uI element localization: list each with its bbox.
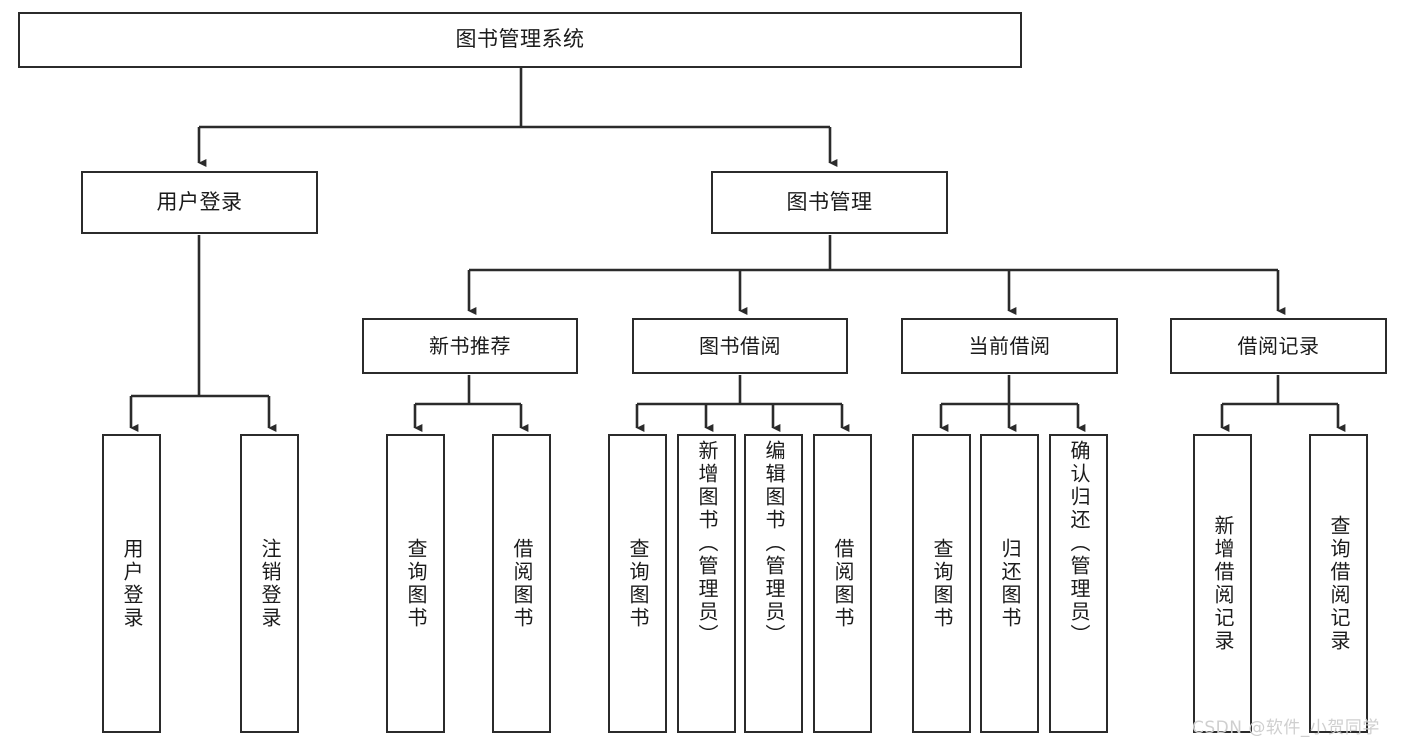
node-book-manage-label: 图书管理	[786, 189, 873, 214]
leaf-query-book-3-label: 查询图书	[930, 537, 954, 630]
leaf-query-book-2[interactable]: 查询图书	[608, 434, 667, 733]
leaf-user-login[interactable]: 用户登录	[102, 434, 161, 733]
leaf-logout-label: 注销登录	[258, 537, 282, 630]
leaf-add-record-label: 新增借阅记录	[1211, 514, 1235, 653]
node-current-borrow-label: 当前借阅	[968, 333, 1051, 358]
leaf-confirm-return-label: 确认归还（管理员）	[1067, 440, 1091, 647]
leaf-query-book-3[interactable]: 查询图书	[912, 434, 971, 733]
node-user-login-label: 用户登录	[156, 189, 243, 214]
leaf-return-book-label: 归还图书	[998, 537, 1022, 630]
leaf-return-book[interactable]: 归还图书	[980, 434, 1039, 733]
node-root-label: 图书管理系统	[455, 27, 585, 52]
leaf-user-login-label: 用户登录	[120, 537, 144, 630]
leaf-borrow-book-1[interactable]: 借阅图书	[492, 434, 551, 733]
leaf-borrow-book-1-label: 借阅图书	[510, 537, 534, 630]
leaf-borrow-book-2[interactable]: 借阅图书	[813, 434, 872, 733]
leaf-edit-book-label: 编辑图书（管理员）	[762, 440, 786, 647]
node-new-book-recommend-label: 新书推荐	[429, 333, 511, 358]
node-book-borrow-label: 图书借阅	[699, 333, 781, 358]
leaf-add-record[interactable]: 新增借阅记录	[1193, 434, 1252, 733]
leaf-query-book-1-label: 查询图书	[404, 537, 428, 630]
node-new-book-recommend[interactable]: 新书推荐	[362, 318, 578, 374]
node-current-borrow[interactable]: 当前借阅	[901, 318, 1118, 374]
leaf-confirm-return[interactable]: 确认归还（管理员）	[1049, 434, 1108, 733]
leaf-query-book-1[interactable]: 查询图书	[386, 434, 445, 733]
node-user-login[interactable]: 用户登录	[81, 171, 318, 234]
leaf-add-book[interactable]: 新增图书（管理员）	[677, 434, 736, 733]
leaf-query-record-label: 查询借阅记录	[1327, 514, 1351, 653]
leaf-borrow-book-2-label: 借阅图书	[831, 537, 855, 630]
node-book-borrow[interactable]: 图书借阅	[632, 318, 848, 374]
leaf-query-record[interactable]: 查询借阅记录	[1309, 434, 1368, 733]
leaf-query-book-2-label: 查询图书	[626, 537, 650, 630]
node-borrow-record[interactable]: 借阅记录	[1170, 318, 1387, 374]
leaf-add-book-label: 新增图书（管理员）	[695, 440, 719, 647]
leaf-edit-book[interactable]: 编辑图书（管理员）	[744, 434, 803, 733]
node-root[interactable]: 图书管理系统	[18, 12, 1022, 68]
leaf-logout[interactable]: 注销登录	[240, 434, 299, 733]
csdn-watermark: CSDN @软件_小贺同学	[1192, 718, 1380, 738]
node-book-manage[interactable]: 图书管理	[711, 171, 948, 234]
node-borrow-record-label: 借阅记录	[1237, 333, 1320, 358]
